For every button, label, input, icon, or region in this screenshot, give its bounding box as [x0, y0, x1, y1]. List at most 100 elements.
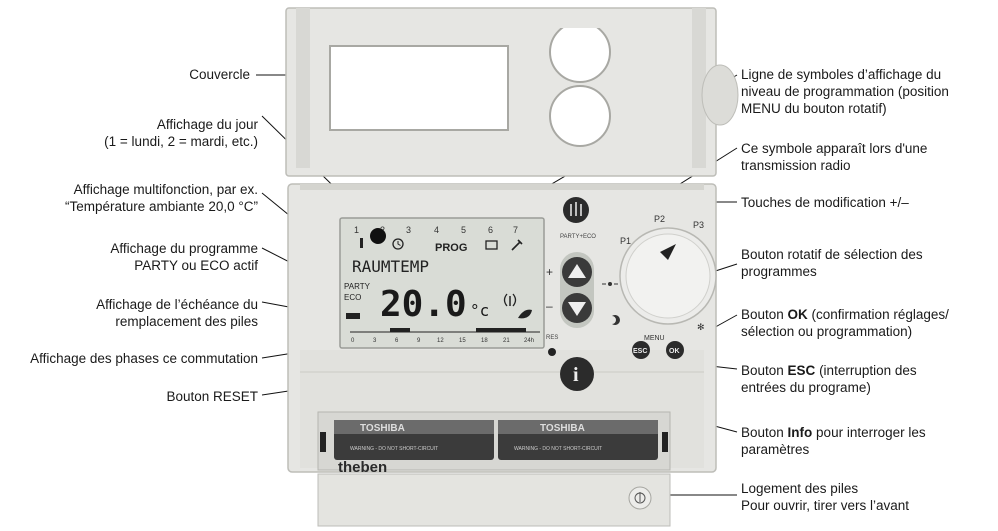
- reset-button[interactable]: [548, 348, 556, 356]
- label-reset: Bouton RESET: [166, 388, 258, 405]
- label-esc-post: (interruption des: [815, 363, 917, 378]
- lcd-hour-6: 6: [395, 338, 399, 344]
- label-affichage-jour: Affichage du jour (1 = lundi, 2 = mardi,…: [104, 116, 258, 150]
- dial-menu: MENU: [644, 335, 665, 342]
- moon-icon: [612, 315, 620, 325]
- label-esc-pre: Bouton: [741, 363, 788, 378]
- label-jour-line2: (1 = lundi, 2 = mardi, etc.): [104, 134, 258, 149]
- lcd-eco: ECO: [344, 293, 361, 302]
- info-icon: i: [573, 364, 579, 386]
- lcd-party: PARTY: [344, 282, 371, 291]
- rotary-dial[interactable]: [619, 227, 717, 325]
- lcd-hour-21: 21: [503, 338, 510, 344]
- clock-icon: [392, 238, 404, 250]
- lcd-day-7: 7: [513, 225, 518, 235]
- ok-label: OK: [669, 348, 680, 355]
- lcd-phase-bar-2: [476, 328, 526, 332]
- battery-brand-1: TOSHIBA: [360, 423, 405, 434]
- lcd-hour-15: 15: [459, 338, 466, 344]
- label-couvercle-text: Couvercle: [189, 67, 250, 82]
- label-ok-bold: OK: [787, 307, 808, 322]
- lcd-wrench-icon: [511, 239, 523, 251]
- label-couvercle: Couvercle: [189, 66, 250, 83]
- brand-logo: theben: [338, 459, 387, 476]
- label-radio-line2: transmission radio: [741, 158, 851, 173]
- lcd-prog: PROG: [435, 242, 467, 254]
- lcd-radio-icon: [503, 293, 517, 307]
- cover: [285, 7, 739, 177]
- lcd-battery-icon: [346, 313, 360, 319]
- lcd-day-indicator: [370, 228, 386, 244]
- label-affichage-multifonction: Affichage multifonction, par ex. “Tempér…: [65, 181, 258, 215]
- res-label: RES: [546, 335, 558, 341]
- esc-button[interactable]: ESC: [632, 341, 650, 359]
- battery-brand-2: TOSHIBA: [540, 423, 585, 434]
- lcd-leaf-icon: [518, 309, 532, 319]
- label-programme-line1: Affichage du programme: [110, 241, 258, 256]
- label-radio: Ce symbole apparaît lors d'une transmiss…: [741, 140, 927, 174]
- label-ligne-line1: Ligne de symboles d’affichage du: [741, 67, 942, 82]
- lcd-hour-9: 9: [417, 338, 421, 344]
- lcd-day-4: 4: [434, 225, 439, 235]
- battery-warning-1: WARNING - DO NOT SHORT-CIRCUIT: [350, 446, 438, 452]
- party-eco-button[interactable]: [563, 197, 589, 223]
- dial-p3: P3: [693, 220, 704, 230]
- label-reset-text: Bouton RESET: [166, 389, 258, 404]
- dial-p1: P1: [620, 236, 631, 246]
- party-eco-label: PARTY+ECO: [560, 234, 596, 240]
- battery-drawer[interactable]: [317, 473, 671, 527]
- lcd-hour-0: 0: [351, 338, 355, 344]
- lcd-hour-12: 12: [437, 338, 444, 344]
- label-logement-line1: Logement des piles: [741, 481, 859, 496]
- label-phases-text: Affichage des phases ce commutation: [30, 351, 258, 366]
- info-button[interactable]: i: [560, 357, 594, 391]
- esc-label: ESC: [633, 348, 647, 355]
- label-bouton-ok: Bouton OK (confirmation réglages/ sélect…: [741, 306, 949, 340]
- label-logement-line2: Pour ouvrir, tirer vers l’avant: [741, 498, 910, 513]
- lcd-day-1: 1: [354, 225, 359, 235]
- label-ligne-symboles: Ligne de symboles d’affichage du niveau …: [741, 66, 949, 117]
- label-echeance-piles: Affichage de l’échéance du remplacement …: [96, 296, 258, 330]
- label-rotatif-line1: Bouton rotatif de sélection des: [741, 247, 923, 262]
- label-ligne-line2: niveau de programmation (position: [741, 84, 949, 99]
- label-programme-line2: PARTY ou ECO actif: [134, 258, 258, 273]
- label-piles-line1: Affichage de l’échéance du: [96, 297, 258, 312]
- dial-p2: P2: [654, 214, 665, 224]
- lcd-temperature: 20.0: [380, 284, 467, 325]
- lcd-day-5: 5: [461, 225, 466, 235]
- dial-pointer-icon: [660, 244, 676, 260]
- lcd-unit: °c: [470, 301, 489, 320]
- label-multi-line2: “Température ambiante 20,0 °C”: [65, 199, 258, 214]
- snowflake-icon: ✻: [697, 323, 705, 333]
- plus-minus-buttons: [560, 252, 594, 328]
- label-ok-line2: sélection ou programmation): [741, 324, 913, 339]
- lcd-day-6: 6: [488, 225, 493, 235]
- plus-label: +: [546, 265, 553, 279]
- label-info-pre: Bouton: [741, 425, 788, 440]
- label-touches-text: Touches de modification +/–: [741, 195, 909, 210]
- down-arrow-icon: [568, 302, 586, 316]
- label-affichage-programme: Affichage du programme PARTY ou ECO acti…: [110, 240, 258, 274]
- label-touches: Touches de modification +/–: [741, 194, 909, 211]
- label-radio-line1: Ce symbole apparaît lors d'une: [741, 141, 928, 156]
- ok-button[interactable]: OK: [666, 341, 684, 359]
- label-ok-pre: Bouton: [741, 307, 788, 322]
- label-rotatif-line2: programmes: [741, 264, 817, 279]
- label-bouton-rotatif: Bouton rotatif de sélection des programm…: [741, 246, 923, 280]
- lcd-display: 1 2 3 4 5 6 7 PROG RAUMTEMP PARTY ECO 20…: [339, 217, 545, 349]
- label-piles-line2: remplacement des piles: [115, 314, 258, 329]
- label-esc-line2: entrées du programe): [741, 380, 871, 395]
- label-phases: Affichage des phases ce commutation: [30, 350, 258, 367]
- label-info-bold: Info: [787, 425, 813, 440]
- label-bouton-esc: Bouton ESC (interruption des entrées du …: [741, 362, 917, 396]
- lcd-hour-3: 3: [373, 338, 377, 344]
- battery-warning-2: WARNING - DO NOT SHORT-CIRCUIT: [514, 446, 602, 452]
- lcd-phase-bar-1: [390, 328, 410, 332]
- label-bouton-info: Bouton Info pour interroger les paramètr…: [741, 424, 926, 458]
- label-esc-bold: ESC: [787, 363, 816, 378]
- label-ligne-line3: MENU du bouton rotatif): [741, 101, 887, 116]
- minus-label: –: [546, 299, 553, 313]
- label-info-post: pour interroger les: [812, 425, 926, 440]
- battery-compartment[interactable]: TOSHIBA TOSHIBA WARNING - DO NOT SHORT-C…: [317, 411, 671, 471]
